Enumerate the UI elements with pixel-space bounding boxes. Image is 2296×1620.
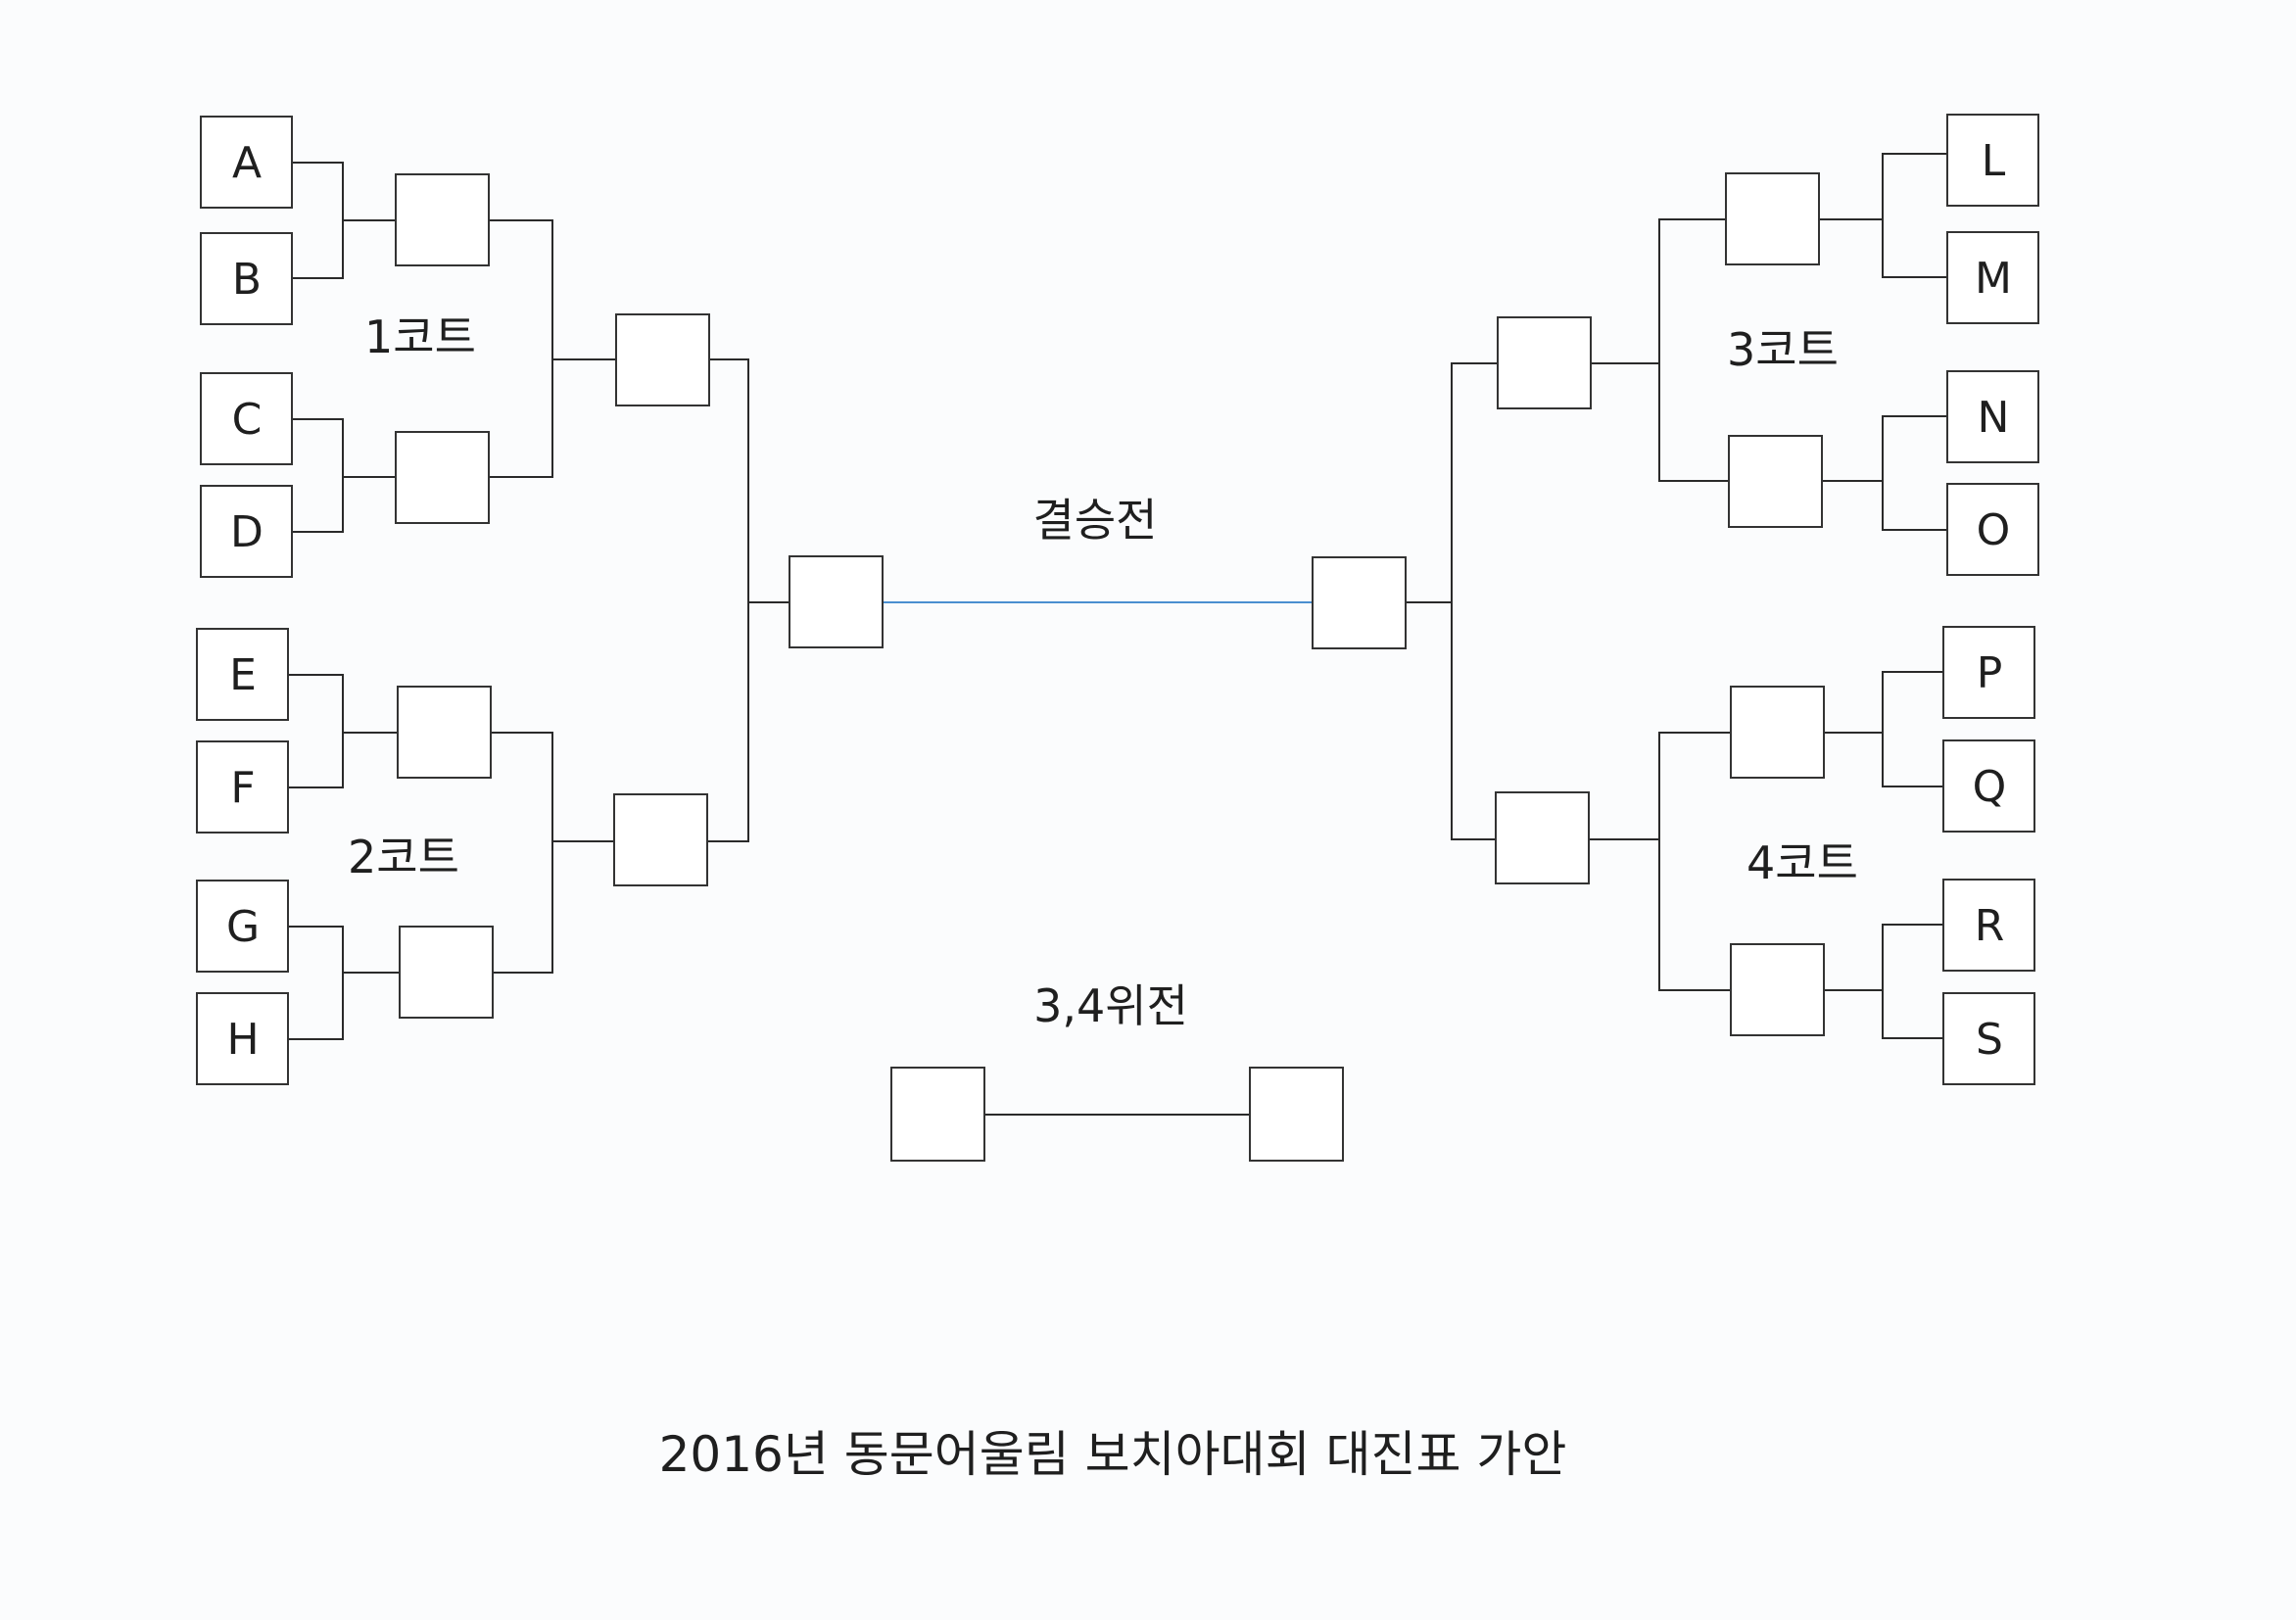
player-label-e: E (229, 650, 257, 700)
player-label-r: R (1975, 901, 2005, 951)
final-label: 결승전 (1033, 494, 1158, 547)
player-label-q: Q (1973, 762, 2007, 812)
match-box-round1-pq (1730, 686, 1825, 779)
match-box-third-place-right (1249, 1067, 1344, 1162)
right-player-boxes (1942, 114, 2039, 1085)
player-box-m (1946, 231, 2039, 324)
match-box-court4-winner (1495, 791, 1590, 884)
match-box-round1-ef (397, 686, 492, 779)
player-label-c: C (232, 395, 263, 445)
player-box-c (200, 372, 293, 465)
player-label-n: N (1978, 393, 2010, 443)
match-box-left-finalist (789, 555, 884, 648)
match-box-third-place-left (890, 1067, 985, 1162)
player-label-p: P (1977, 648, 2003, 698)
player-box-n (1946, 370, 2039, 463)
player-label-b: B (232, 255, 262, 305)
match-box-round1-rs (1730, 943, 1825, 1036)
player-label-m: M (1975, 254, 2012, 304)
left-player-boxes (196, 116, 293, 1085)
player-box-d (200, 485, 293, 578)
player-label-a: A (232, 138, 262, 188)
right-connectors (1405, 153, 1947, 1039)
player-label-d: D (230, 507, 263, 557)
player-label-f: F (230, 763, 255, 813)
match-box-court1-winner (615, 313, 710, 406)
court-label-3: 3코트 (1727, 323, 1839, 376)
player-box-l (1946, 114, 2039, 207)
player-box-f (196, 740, 289, 834)
left-connectors (288, 162, 789, 1040)
player-box-s (1942, 992, 2035, 1085)
document-title: 2016년 동문어울림 보치아대회 대진표 가안 (659, 1426, 1567, 1483)
left-player-labels: A B C D E F G H (226, 138, 263, 1065)
player-label-s: S (1976, 1015, 2003, 1065)
court-label-2: 2코트 (348, 831, 459, 883)
player-label-l: L (1982, 136, 2006, 186)
match-box-round1-ab (395, 173, 490, 266)
match-boxes (395, 172, 1825, 1162)
player-box-o (1946, 483, 2039, 576)
player-box-g (196, 880, 289, 973)
player-box-e (196, 628, 289, 721)
match-box-round1-cd (395, 431, 490, 524)
match-box-court3-winner (1497, 316, 1592, 409)
player-box-q (1942, 739, 2035, 833)
match-box-round1-lm (1725, 172, 1820, 265)
third-place-label: 3,4위전 (1033, 979, 1188, 1032)
court-label-4: 4코트 (1746, 836, 1858, 889)
player-box-r (1942, 879, 2035, 972)
match-box-right-finalist (1312, 556, 1407, 649)
player-label-g: G (226, 902, 260, 952)
player-box-p (1942, 626, 2035, 719)
court-label-1: 1코트 (364, 310, 476, 363)
match-box-round1-gh (399, 926, 494, 1019)
match-box-round1-no (1728, 435, 1823, 528)
player-box-b (200, 232, 293, 325)
player-label-o: O (1977, 505, 2011, 555)
player-label-h: H (226, 1015, 259, 1065)
player-box-a (200, 116, 293, 209)
right-player-labels: L M N O P Q R S (1973, 136, 2012, 1065)
player-box-h (196, 992, 289, 1085)
match-box-court2-winner (613, 793, 708, 886)
